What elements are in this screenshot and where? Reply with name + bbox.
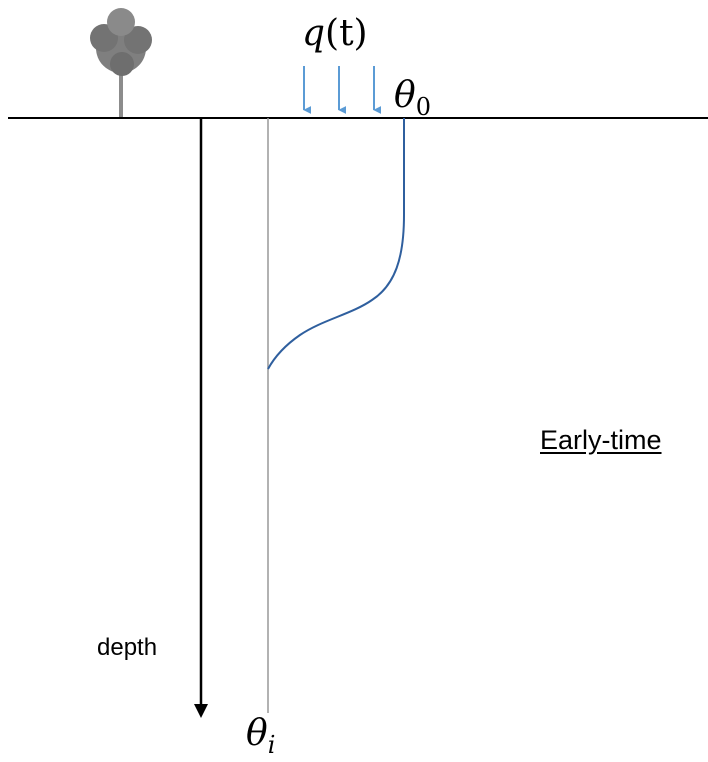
tree-foliage-right bbox=[124, 26, 152, 54]
tree-foliage-lower bbox=[110, 52, 134, 76]
flux-symbol: q bbox=[302, 13, 326, 54]
tree-trunk bbox=[119, 62, 123, 118]
stage-label: Early-time bbox=[540, 425, 662, 455]
theta-initial-symbol: θ bbox=[246, 713, 268, 754]
theta-initial-subscript: i bbox=[267, 731, 276, 759]
theta-surface-subscript: 0 bbox=[415, 93, 431, 121]
tree-foliage-top bbox=[107, 8, 135, 36]
depth-axis-label: depth bbox=[97, 634, 158, 661]
flux-label: q(t) bbox=[302, 16, 368, 52]
flux-argument: (t) bbox=[325, 13, 368, 54]
moisture-profile-curve bbox=[267, 118, 405, 370]
flux-argument-text: (t) bbox=[325, 13, 368, 54]
depth-axis bbox=[194, 118, 208, 718]
tree-icon bbox=[90, 8, 152, 118]
theta-surface-label: θ0 bbox=[394, 75, 431, 121]
theta-initial-label: θi bbox=[246, 713, 276, 759]
flux-arrows bbox=[303, 66, 382, 114]
depth-axis-arrowhead bbox=[194, 704, 208, 718]
theta-surface-symbol: θ bbox=[394, 75, 416, 116]
